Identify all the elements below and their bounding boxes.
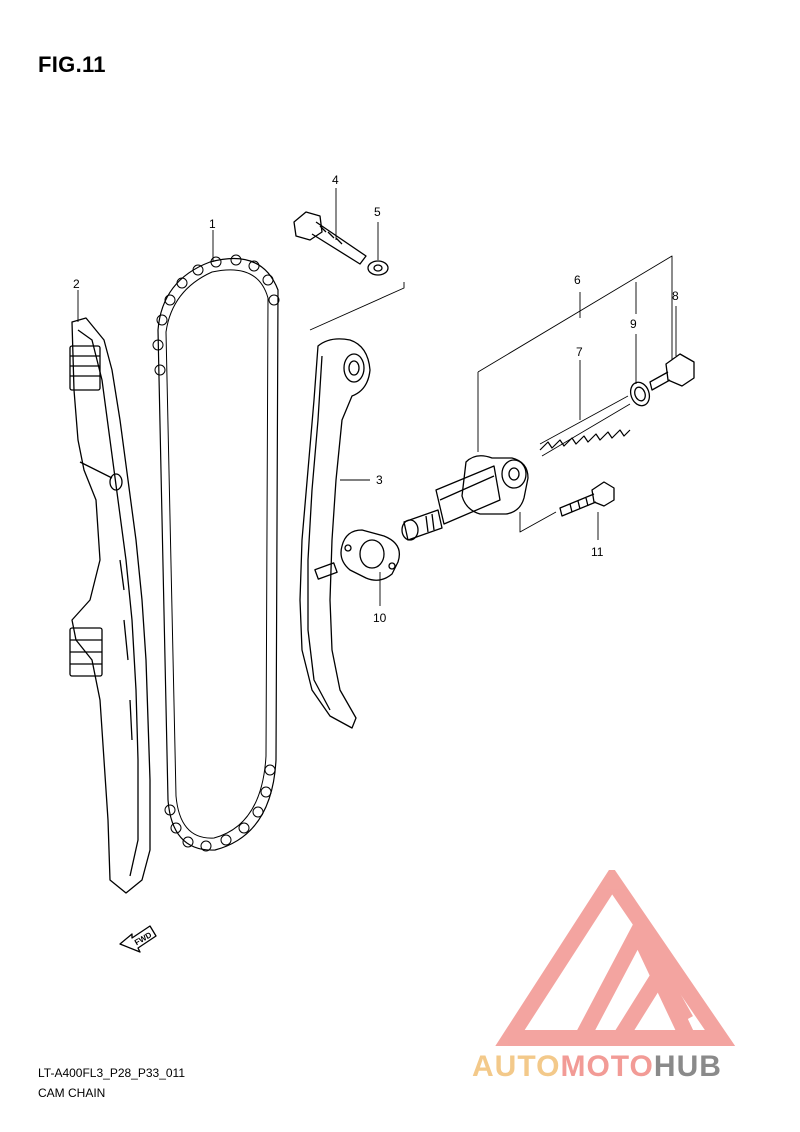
figure-title: FIG.11 xyxy=(38,52,106,77)
tensioner-assembly-part-6 xyxy=(401,455,529,541)
watermark-text-auto: AUTO xyxy=(472,1050,561,1083)
watermark-text: AUTOMOTOHUB xyxy=(472,1050,722,1084)
callout-4: 4 xyxy=(332,173,339,187)
forward-arrow-icon xyxy=(119,925,157,953)
o-ring-part-9 xyxy=(629,381,651,407)
callout-3: 3 xyxy=(376,473,383,487)
watermark-text-moto: MOTO xyxy=(560,1050,654,1083)
watermark-logo-icon xyxy=(495,870,736,1046)
callout-labels: 1 2 3 4 5 6 7 8 9 10 11 FWD xyxy=(73,173,679,947)
gasket-part-10 xyxy=(340,529,401,581)
watermark-text-hub: HUB xyxy=(653,1050,722,1083)
diagram-code: LT-A400FL3_P28_P33_011 xyxy=(38,1066,186,1080)
spring-part-7 xyxy=(539,395,631,457)
bolt-part-11 xyxy=(559,481,615,517)
chain-guide-part-2 xyxy=(69,317,151,894)
leader-lines xyxy=(77,188,677,606)
callout-8: 8 xyxy=(672,289,679,303)
callout-2: 2 xyxy=(73,277,80,291)
diagram-name: CAM CHAIN xyxy=(38,1086,106,1100)
bolt-part-4 xyxy=(293,211,367,265)
callout-9: 9 xyxy=(630,317,637,331)
washer-part-5 xyxy=(367,260,389,276)
callout-10: 10 xyxy=(373,611,387,625)
cam-chain-part-1 xyxy=(152,254,280,852)
callout-7: 7 xyxy=(576,345,583,359)
callout-1: 1 xyxy=(209,217,216,231)
callout-5: 5 xyxy=(374,205,381,219)
cap-bolt-part-8 xyxy=(649,353,695,391)
callout-11: 11 xyxy=(591,545,604,559)
callout-6: 6 xyxy=(574,273,581,287)
tensioner-guide-part-3 xyxy=(299,338,371,729)
